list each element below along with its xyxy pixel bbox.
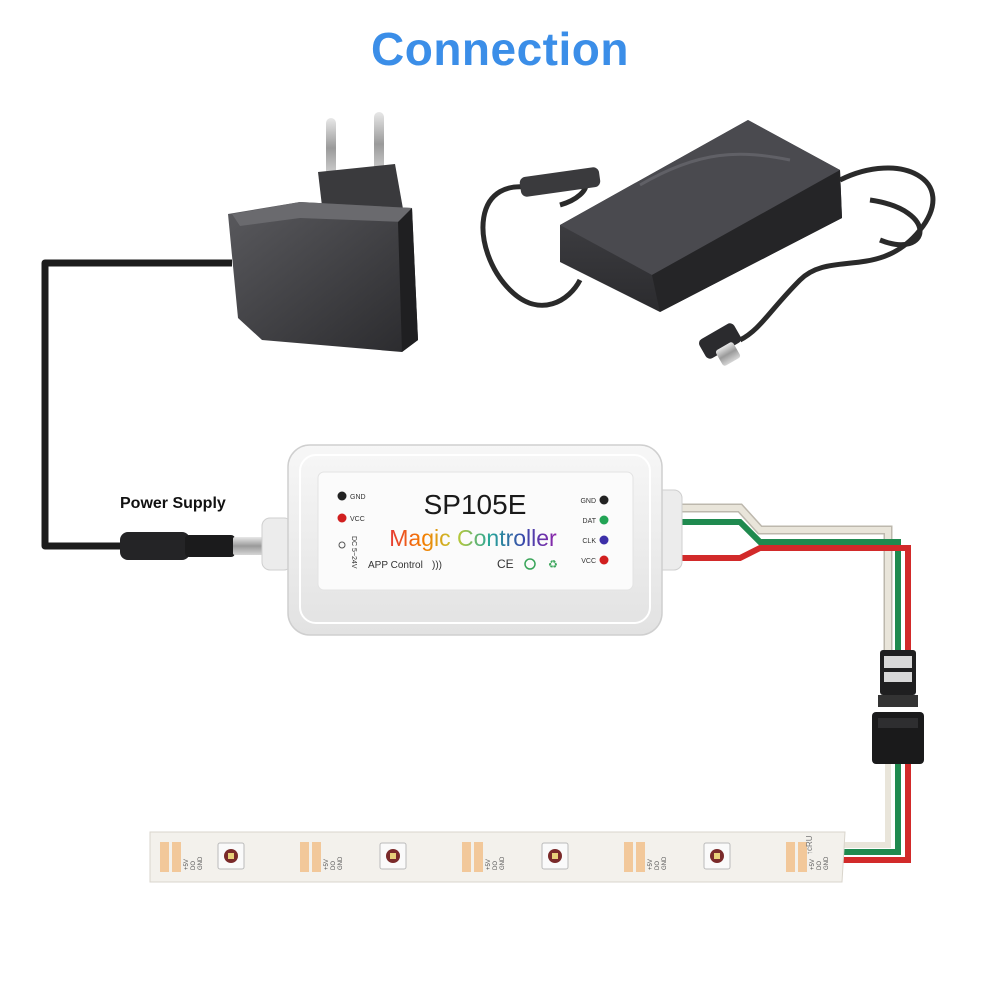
app-control-label: APP Control: [368, 560, 423, 571]
wireless-icon: ))): [432, 560, 442, 571]
solder-pad: [786, 842, 795, 872]
pin-dot-vcc-out: [599, 555, 609, 565]
voltage-label: DC 5~24V: [350, 536, 357, 569]
dc-plug-icon: [120, 532, 285, 560]
pad-label: GND: [500, 856, 506, 870]
solder-pad: [172, 842, 181, 872]
pad-label: DO: [817, 861, 823, 870]
strip-end-label: ↑cRU: [805, 835, 814, 855]
page-title: Connection: [371, 23, 629, 75]
ce-mark: CE: [497, 557, 514, 571]
pad-label: +5V: [184, 859, 190, 870]
pad-label: +5V: [810, 859, 816, 870]
output-pin-dat: DAT: [583, 518, 597, 525]
solder-pad: [798, 842, 807, 872]
rohs-icon: [524, 558, 536, 570]
input-pin-vcc: VCC: [350, 516, 365, 523]
output-wires: [660, 503, 911, 863]
pad-label: GND: [662, 856, 668, 870]
pin-dot-clk: [599, 535, 609, 545]
led-die: [228, 853, 234, 859]
pin-dot-gnd-out: [599, 495, 609, 505]
recycle-icon: ♻: [548, 559, 558, 571]
wall-adapter-icon: [228, 112, 418, 352]
solder-pad: [636, 842, 645, 872]
solder-pad: [312, 842, 321, 872]
power-supply-label: Power Supply: [120, 495, 226, 512]
pad-label: +5V: [324, 859, 330, 870]
solder-pad: [160, 842, 169, 872]
output-pin-clk: CLK: [582, 538, 596, 545]
pad-label: +5V: [486, 859, 492, 870]
pin-dot-gnd-in: [337, 491, 347, 501]
led-die: [390, 853, 396, 859]
pad-label: DO: [493, 861, 499, 870]
laptop-adapter-icon: [480, 120, 936, 366]
pad-label: DO: [331, 861, 337, 870]
pad-label: GND: [824, 856, 830, 870]
led-die: [714, 853, 720, 859]
output-pin-gnd: GND: [580, 498, 596, 505]
pad-label: GND: [198, 856, 204, 870]
pad-label: DO: [191, 861, 197, 870]
pad-label: +5V: [648, 859, 654, 870]
solder-pad: [474, 842, 483, 872]
connector-icon: [872, 650, 924, 764]
dc-polarity-icon: [338, 541, 346, 549]
pad-label: GND: [338, 856, 344, 870]
pin-dot-vcc-in: [337, 513, 347, 523]
controller-box: SP105E Magic Controller APP Control ))) …: [261, 444, 683, 636]
solder-pad: [462, 842, 471, 872]
input-pin-gnd: GND: [350, 494, 366, 501]
solder-pad: [624, 842, 633, 872]
led-die: [552, 853, 558, 859]
controller-name: Magic Controller: [389, 525, 557, 551]
pin-dot-dat: [599, 515, 609, 525]
solder-pad: [300, 842, 309, 872]
pad-label: DO: [655, 861, 661, 870]
output-pin-vcc: VCC: [581, 558, 596, 565]
wall-adapter-cable: [41, 259, 232, 550]
controller-model: SP105E: [424, 489, 527, 520]
